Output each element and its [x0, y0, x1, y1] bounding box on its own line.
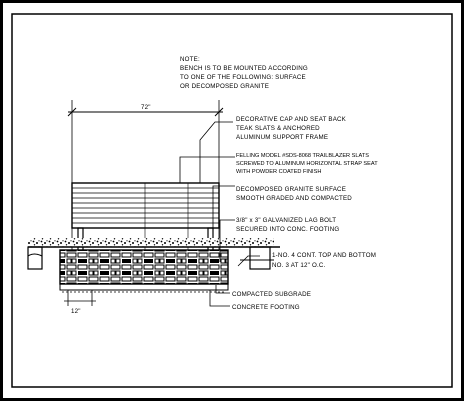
- note-title: NOTE:: [180, 56, 200, 63]
- callout-powder-coat: WITH POWDER COATED FINISH: [236, 169, 321, 175]
- callout-lag-bolt: 3/8" x 3" GALVANIZED LAG BOLT: [236, 217, 336, 224]
- callout-support-frame: ALUMINUM SUPPORT FRAME: [236, 134, 328, 141]
- callout-secured: SECURED INTO CONC. FOOTING: [236, 226, 339, 233]
- overall-dimension: 72": [67, 100, 224, 255]
- note-line-2: TO ONE OF THE FOLLOWING: SURFACE: [180, 74, 306, 81]
- callout-cap-seat-back: DECORATIVE CAP AND SEAT BACK: [236, 116, 347, 123]
- ground-surface: [27, 238, 280, 270]
- note-line-1: BENCH IS TO BE MOUNTED ACCORDING: [180, 65, 308, 72]
- overall-width-label: 72": [141, 104, 151, 111]
- inner-border: [11, 13, 453, 388]
- callout-teak-slats: TEAK SLATS & ANCHORED: [236, 125, 320, 132]
- callout-graded: SMOOTH GRADED AND COMPACTED: [236, 195, 352, 202]
- note-block: NOTE: BENCH IS TO BE MOUNTED ACCORDING T…: [180, 56, 308, 90]
- leader-lines: [179, 121, 260, 307]
- footing-width-label: 12": [71, 308, 81, 315]
- callout-bench-model: FELLING MODEL #SDS-8068 TRAILBLAZER SLAT…: [236, 153, 369, 159]
- callout-concrete-footing: CONCRETE FOOTING: [232, 304, 300, 311]
- callout-rebar-cont: 1-NO. 4 CONT. TOP AND BOTTOM: [272, 252, 376, 259]
- callout-subgrade: COMPACTED SUBGRADE: [232, 291, 311, 298]
- note-line-3: OR DECOMPOSED GRANITE: [180, 83, 269, 90]
- callout-rebar-spacing: NO. 3 AT 12" O.C.: [272, 262, 326, 269]
- callout-dg-surface: DECOMPOSED GRANITE SURFACE: [236, 186, 346, 193]
- concrete-footing: [59, 249, 229, 293]
- footing-dimension: 12": [64, 290, 96, 315]
- callout-labels: DECORATIVE CAP AND SEAT BACK TEAK SLATS …: [232, 116, 378, 311]
- callout-strap-seat: SCREWED TO ALUMINUM HORIZONTAL STRAP SEA…: [236, 161, 378, 167]
